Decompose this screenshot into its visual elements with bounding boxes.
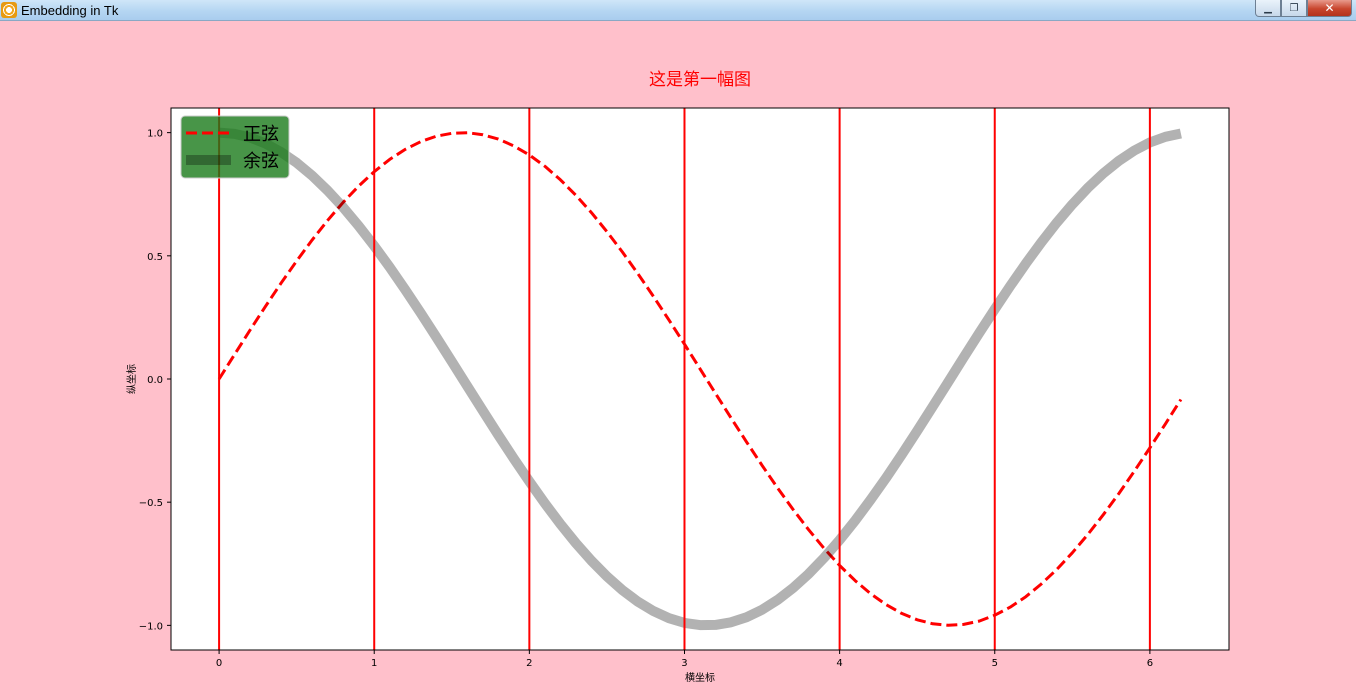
- plot-area: [217, 108, 1183, 650]
- app-icon: [1, 2, 17, 18]
- window-title: Embedding in Tk: [21, 3, 119, 18]
- minimize-button[interactable]: ▁: [1255, 0, 1281, 17]
- series-line-cos: [218, 127, 1182, 631]
- x-tick-label: 0: [216, 658, 222, 669]
- series-line-sin: [217, 131, 1183, 627]
- legend-label-cos: 余弦: [243, 151, 279, 172]
- maximize-icon: ❐: [1289, 2, 1299, 14]
- maximize-button[interactable]: ❐: [1281, 0, 1307, 17]
- y-tick-label: −1.0: [139, 621, 163, 632]
- window-titlebar: Embedding in Tk ▁ ❐ ✕: [0, 0, 1356, 21]
- window-controls: ▁ ❐ ✕: [1255, 0, 1352, 17]
- close-icon: ✕: [1324, 1, 1335, 15]
- axes-background: [171, 108, 1229, 650]
- x-tick-label: 5: [992, 658, 998, 669]
- y-tick-label: 0.0: [147, 375, 163, 386]
- x-tick-label: 2: [526, 658, 532, 669]
- legend-label-sin: 正弦: [243, 124, 279, 145]
- close-button[interactable]: ✕: [1307, 0, 1352, 17]
- y-tick-label: 0.5: [147, 252, 163, 263]
- minimize-icon: ▁: [1264, 2, 1272, 14]
- chart-title: 这是第一幅图: [649, 70, 751, 90]
- x-tick-label: 4: [836, 658, 842, 669]
- y-axis-label: 纵坐标: [126, 364, 138, 394]
- x-tick-label: 3: [681, 658, 687, 669]
- x-tick-label: 1: [371, 658, 377, 669]
- x-axis-label: 横坐标: [685, 671, 715, 684]
- y-tick-label: −0.5: [139, 498, 163, 509]
- y-tick-label: 1.0: [147, 129, 163, 140]
- x-tick-label: 6: [1147, 658, 1153, 669]
